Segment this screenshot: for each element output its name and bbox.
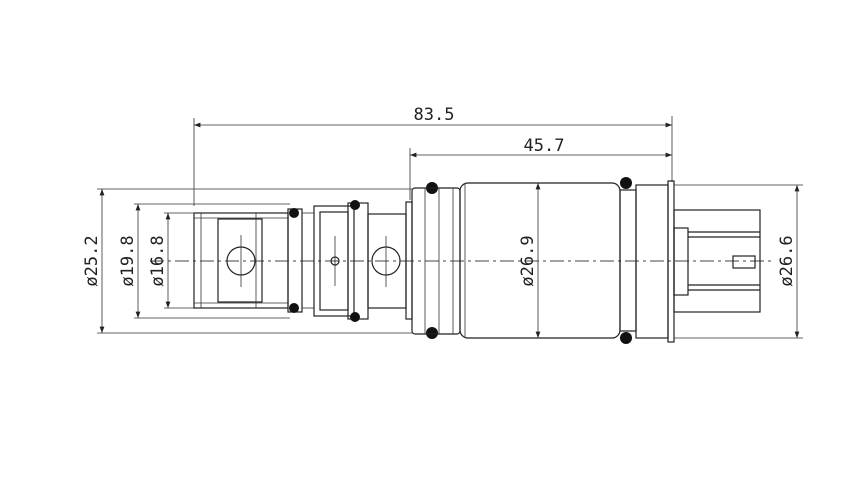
electrical-connector: [673, 209, 761, 313]
dim-label-dia-25-2: ø25.2: [82, 235, 102, 286]
dimension-dia-26-9: ø26.9: [518, 183, 541, 338]
dim-label-overall-length: 83.5: [414, 105, 455, 125]
dimension-body-length: 45.7: [409, 136, 672, 200]
dim-label-body-length: 45.7: [524, 136, 565, 156]
inlet-section: [193, 201, 413, 320]
dimension-dia-26-6: ø26.6: [674, 184, 803, 339]
dim-label-dia-16-8: ø16.8: [148, 235, 168, 286]
dimension-dia-25-2: ø25.2: [82, 188, 412, 334]
dimension-dia-19-8: ø19.8: [118, 203, 290, 319]
dim-label-dia-19-8: ø19.8: [118, 235, 138, 286]
dimension-overall-length: 83.5: [193, 105, 673, 206]
dim-label-dia-26-9: ø26.9: [518, 235, 538, 286]
dimension-dia-16-8: ø16.8: [148, 212, 196, 309]
o-rings: [289, 177, 632, 344]
dim-label-dia-26-6: ø26.6: [777, 235, 797, 286]
